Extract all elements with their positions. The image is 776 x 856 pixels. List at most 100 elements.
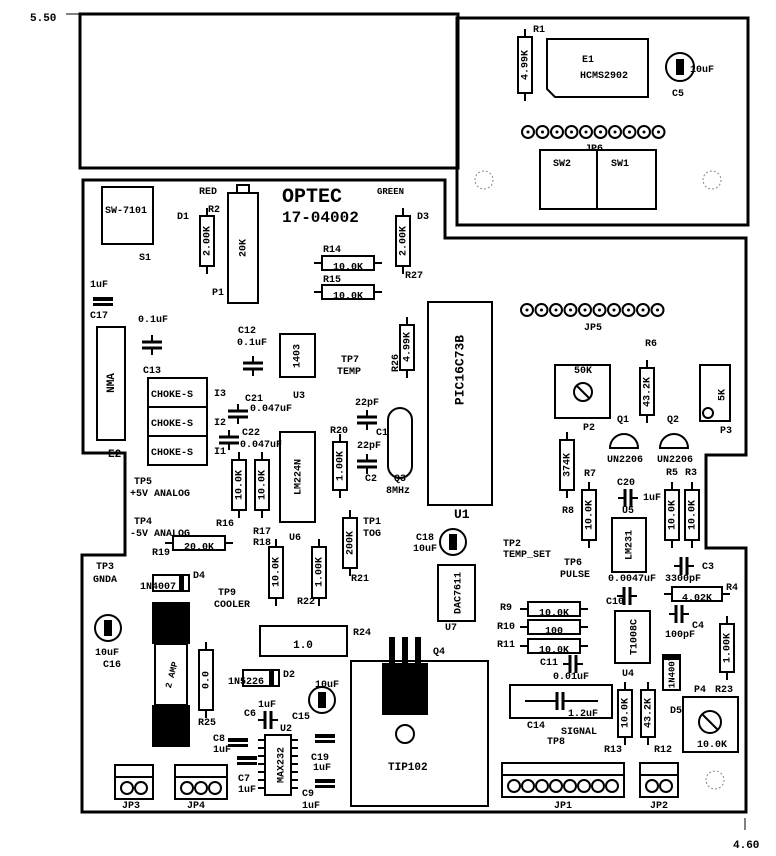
mounting-hole <box>702 170 722 190</box>
capacitor-C16 <box>94 614 122 642</box>
header-JP5-pin-dot <box>598 308 601 312</box>
diode-D4-band <box>179 575 184 591</box>
header-JP5-pin <box>607 303 621 317</box>
label-q3: Q3 <box>394 474 406 485</box>
board-outline <box>78 12 750 814</box>
transistor-Q4-body <box>382 663 428 715</box>
header-JP5-pin-dot <box>627 308 630 312</box>
label-c14-val: 1.2uF <box>568 709 598 720</box>
capacitor-C5 <box>665 52 695 82</box>
label-tp4-name: -5V ANALOG <box>130 529 190 540</box>
label-c14: C14 <box>527 721 545 732</box>
label-jp6: JP6 <box>585 144 603 155</box>
label-c19-val: 1uF <box>313 763 331 774</box>
capacitor-C15-plates <box>318 692 326 708</box>
label-r5: R5 <box>666 468 678 479</box>
header-JP5-pin <box>520 303 534 317</box>
label-q3-val: 8MHz <box>386 486 410 497</box>
transistor-Q1 <box>608 433 640 449</box>
label-tp2-name: TEMP_SET <box>503 550 551 561</box>
header-JP5-pin-dot <box>569 308 572 312</box>
terminal-JP1-pin <box>577 779 591 793</box>
display-E1 <box>546 38 649 98</box>
label-d5-val: 1N4007 <box>667 656 677 688</box>
terminal-JP4-pin <box>194 781 208 795</box>
header-JP5-pin <box>534 303 549 317</box>
terminal-JP2-pin <box>645 779 659 793</box>
header-JP5-pin <box>549 303 563 317</box>
capacitor-C15b-plate <box>315 740 335 743</box>
label-r24-val: 1.0 <box>293 640 313 652</box>
terminal-JP3-pin <box>120 781 134 795</box>
header-JP6-pin-dot <box>642 130 646 134</box>
label-choke2: CHOKE-S <box>151 419 193 430</box>
header-JP5-pin-dot <box>641 308 645 312</box>
header-JP5-pin <box>578 303 592 317</box>
header-JP5-pin-dot <box>525 308 529 312</box>
label-c18: C18 <box>416 533 434 544</box>
label-tp1-name: TOG <box>363 529 381 540</box>
header-JP6-pin-dot <box>657 130 660 134</box>
label-c22-val: 0.047uF <box>240 440 282 451</box>
label-tp4: TP4 <box>134 517 152 528</box>
pot-P4 <box>682 696 739 753</box>
label-c22: C22 <box>242 428 260 439</box>
label-jp3: JP3 <box>122 801 140 812</box>
label-p3-val: 5K <box>718 389 729 401</box>
label-r23: R23 <box>715 685 733 696</box>
label-c5-val: 10uF <box>690 65 714 76</box>
label-r19-val: 20.0K <box>184 543 214 554</box>
capacitor-C19-plate <box>315 785 335 788</box>
transistor-Q4-pin <box>415 637 421 663</box>
header-JP6-pin <box>651 125 666 139</box>
header-JP6-pin <box>550 125 564 139</box>
label-r11: R11 <box>497 640 515 651</box>
label-c10-val: 0.0047uF <box>608 574 656 585</box>
label-c12-val: 0.1uF <box>237 338 267 349</box>
header-JP6-pin-dot <box>613 130 617 134</box>
pot-P2 <box>554 364 611 419</box>
header-JP6-pin <box>593 125 608 139</box>
mounting-hole <box>705 770 725 790</box>
label-r21: R21 <box>351 574 369 585</box>
main-board-outline <box>80 178 748 814</box>
label-c2: C2 <box>365 474 377 485</box>
display-panel-outline <box>455 16 750 227</box>
terminal-JP1-pin <box>549 779 563 793</box>
label-r9: R9 <box>500 603 512 614</box>
fuse-glass <box>154 643 188 706</box>
pot-P3-knob <box>702 407 714 419</box>
header-JP6-pin <box>521 125 535 139</box>
label-q4: Q4 <box>433 647 445 658</box>
label-sw2: SW2 <box>553 159 571 170</box>
label-c11-val: 0.01uF <box>553 672 589 683</box>
label-e2: E2 <box>108 449 121 461</box>
ic-U1 <box>427 301 493 506</box>
crystal-Q3 <box>387 407 413 479</box>
label-c1: C1 <box>376 428 388 439</box>
ic-U4 <box>614 610 651 664</box>
label-p4: P4 <box>694 685 706 696</box>
label-nma: NMA <box>106 373 118 393</box>
label-tp9: TP9 <box>218 588 236 599</box>
header-JP6-pin-dot <box>555 130 559 134</box>
label-tp3: TP3 <box>96 562 114 573</box>
label-c7-val: 1uF <box>238 785 256 796</box>
label-d5: D5 <box>670 706 682 717</box>
terminal-JP2-pin <box>659 779 673 793</box>
label-d4-val: 1N4007 <box>140 582 176 593</box>
label-r25-val: 0.0 <box>202 671 213 689</box>
capacitor-C17-plate <box>93 303 113 306</box>
label-r12: R12 <box>654 745 672 756</box>
label-c15: C15 <box>292 712 310 723</box>
label-i1: I1 <box>214 447 226 458</box>
label-q2-val: UN2206 <box>657 455 693 466</box>
terminal-JP1 <box>501 762 625 798</box>
pot-P2-slot <box>576 385 590 399</box>
capacitor-C7-plate <box>237 762 257 765</box>
label-r6-val: 43.2K <box>643 377 654 407</box>
header-JP6-pin-dot <box>584 130 588 134</box>
label-tp7-name: TEMP <box>337 367 361 378</box>
header-JP6-pin-dot <box>541 130 544 134</box>
label-r1-val: 4.99K <box>521 50 532 80</box>
